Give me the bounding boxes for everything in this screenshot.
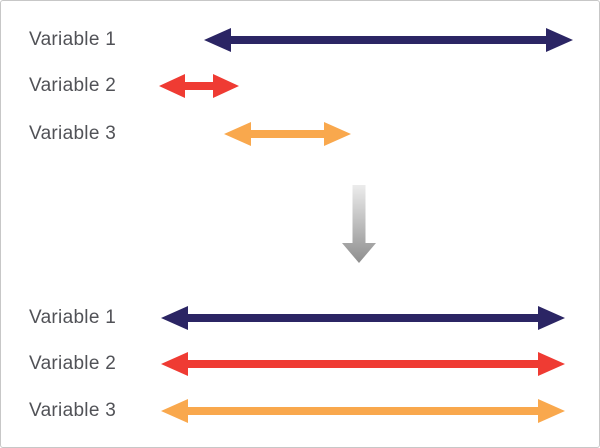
before-variable-3-range-arrow-icon: [224, 122, 351, 146]
after-variable-3-label: Variable 3: [29, 400, 117, 421]
after-variable-1-label: Variable 1: [29, 307, 117, 328]
after-variable-1-range-arrow-icon: [161, 306, 565, 330]
before-variable-3-label: Variable 3: [29, 123, 117, 144]
down-arrow-icon: [342, 185, 376, 263]
after-variable-2-range-arrow-icon: [161, 352, 565, 376]
before-variable-2-label: Variable 2: [29, 75, 117, 96]
after-variable-2-label: Variable 2: [29, 353, 117, 374]
after-variable-3-range-arrow-icon: [161, 399, 565, 423]
before-variable-1-label: Variable 1: [29, 29, 117, 50]
before-variable-2-range-arrow-icon: [159, 74, 239, 98]
before-variable-1-range-arrow-icon: [204, 28, 573, 52]
